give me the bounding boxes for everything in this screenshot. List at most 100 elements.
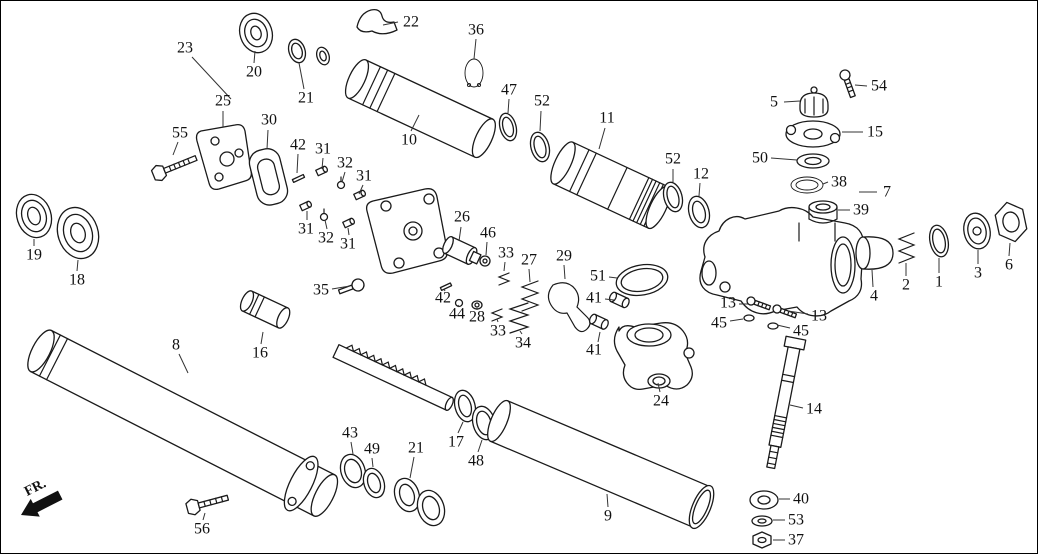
part-13-bolt-b — [772, 304, 798, 319]
part-label-49-60: 49 — [364, 441, 380, 458]
part-label-46-29: 46 — [480, 225, 496, 242]
part-label-5-10: 5 — [770, 94, 778, 111]
leader-line-42-21 — [296, 153, 299, 174]
part-11-valve-unit — [550, 141, 671, 230]
part-label-8-48: 8 — [172, 337, 180, 354]
part-52-o-ring-b — [662, 181, 684, 213]
leader-line-41-38 — [597, 331, 601, 343]
leader-line-6-46 — [1008, 242, 1011, 257]
part-39-bearing — [808, 200, 838, 224]
part-label-3-45: 3 — [974, 265, 982, 282]
part-27-spring — [520, 280, 540, 312]
part-31-bit-a — [315, 165, 329, 177]
leader-line-8-48 — [178, 353, 189, 374]
leader-line-12-14 — [698, 182, 701, 197]
part-13-bolt-a — [746, 296, 772, 311]
leader-line-24-55 — [657, 382, 661, 393]
fr-direction-arrow: FR. — [21, 476, 63, 517]
part-19-seal — [15, 193, 53, 239]
leader-line-55-19 — [172, 141, 179, 156]
part-3-plug — [963, 212, 991, 250]
part-label-9-62: 9 — [604, 508, 612, 525]
leader-line-21-4 — [298, 62, 305, 90]
part-42-pin-b — [439, 282, 453, 292]
part-1-o-ring — [928, 224, 950, 258]
leader-line-49-60 — [371, 457, 374, 468]
part-label-42-52: 42 — [435, 290, 451, 307]
part-21-ring-b — [316, 46, 330, 66]
part-label-26-28: 26 — [454, 209, 470, 226]
part-label-36-1: 36 — [468, 22, 484, 39]
part-14-pinion-shaft — [766, 335, 807, 470]
leader-line-48-58 — [477, 439, 483, 453]
part-label-31-25: 31 — [298, 221, 314, 238]
leader-line-5-10 — [783, 100, 801, 103]
part-label-43-59: 43 — [342, 425, 358, 442]
part-label-32-23: 32 — [337, 155, 353, 172]
part-26-rack-guide — [442, 236, 482, 265]
part-label-2-43: 2 — [902, 277, 910, 294]
part-37-nut — [752, 531, 772, 549]
part-7-gear-housing — [699, 206, 864, 317]
part-31-bit-d — [342, 217, 356, 229]
part-32-bit-b — [319, 208, 329, 222]
leader-line-43-59 — [350, 441, 354, 455]
part-label-37-66: 37 — [788, 532, 804, 549]
part-51-o-ring — [615, 263, 669, 297]
part-label-12-14: 12 — [693, 166, 709, 183]
part-label-48-58: 48 — [468, 453, 484, 470]
part-32-bit-a — [336, 176, 346, 190]
part-31-bit-b — [353, 189, 367, 201]
part-52-o-ring-a — [529, 131, 551, 163]
leader-line-51-36 — [608, 276, 618, 279]
part-56-bolt — [185, 494, 230, 516]
part-label-15-11: 15 — [867, 124, 883, 141]
part-50-washer — [796, 153, 830, 169]
part-34-spring — [508, 302, 530, 334]
pinion-block — [365, 188, 448, 274]
leader-line-47-6 — [507, 98, 510, 114]
leader-line-23-2 — [191, 56, 232, 100]
leader-line-35-35 — [331, 285, 351, 290]
leader-line-27-31 — [528, 268, 531, 283]
part-label-25-18: 25 — [215, 93, 231, 110]
part-label-51-36: 51 — [590, 268, 606, 285]
part-label-1-44: 1 — [935, 274, 943, 291]
part-label-32-26: 32 — [318, 230, 334, 247]
leader-line-30-20 — [266, 129, 269, 150]
leader-line-10-5 — [410, 114, 420, 132]
part-53-washer — [751, 515, 773, 527]
leader-line-54-9 — [854, 84, 868, 87]
part-label-38-15: 38 — [831, 174, 847, 191]
leader-line-44-50 — [457, 304, 460, 308]
part-label-50-12: 50 — [752, 150, 768, 167]
part-15-plate — [785, 120, 841, 148]
part-30-gasket — [248, 148, 289, 206]
part-24-lower-housing — [613, 322, 695, 391]
part-label-54-9: 54 — [871, 78, 887, 95]
part-41-bushing-a — [608, 291, 630, 309]
part-9-cylinder-tube — [487, 399, 715, 530]
part-20-dust-seal — [238, 12, 274, 54]
part-49-ring — [362, 467, 386, 499]
part-label-34-54: 34 — [515, 335, 531, 352]
part-46-seat — [479, 255, 491, 267]
part-label-30-20: 30 — [261, 112, 277, 129]
part-40-bearing — [749, 490, 779, 510]
leader-line-32-23 — [341, 171, 346, 183]
part-47-o-ring — [498, 112, 518, 142]
part-label-10-5: 10 — [401, 132, 417, 149]
part-label-4-47: 4 — [870, 288, 878, 305]
leader-line-32-26 — [324, 219, 328, 230]
part-29-clip — [547, 282, 591, 333]
fr-label: FR. — [22, 476, 49, 499]
part-label-13-41: 13 — [811, 308, 827, 325]
part-21-ring-d — [416, 489, 446, 527]
part-45-washer-a — [743, 314, 755, 322]
part-label-44-50: 44 — [449, 306, 465, 323]
part-label-24-55: 24 — [653, 393, 669, 410]
leader-line-9-62 — [606, 493, 609, 508]
part-label-19-33: 19 — [26, 247, 42, 264]
